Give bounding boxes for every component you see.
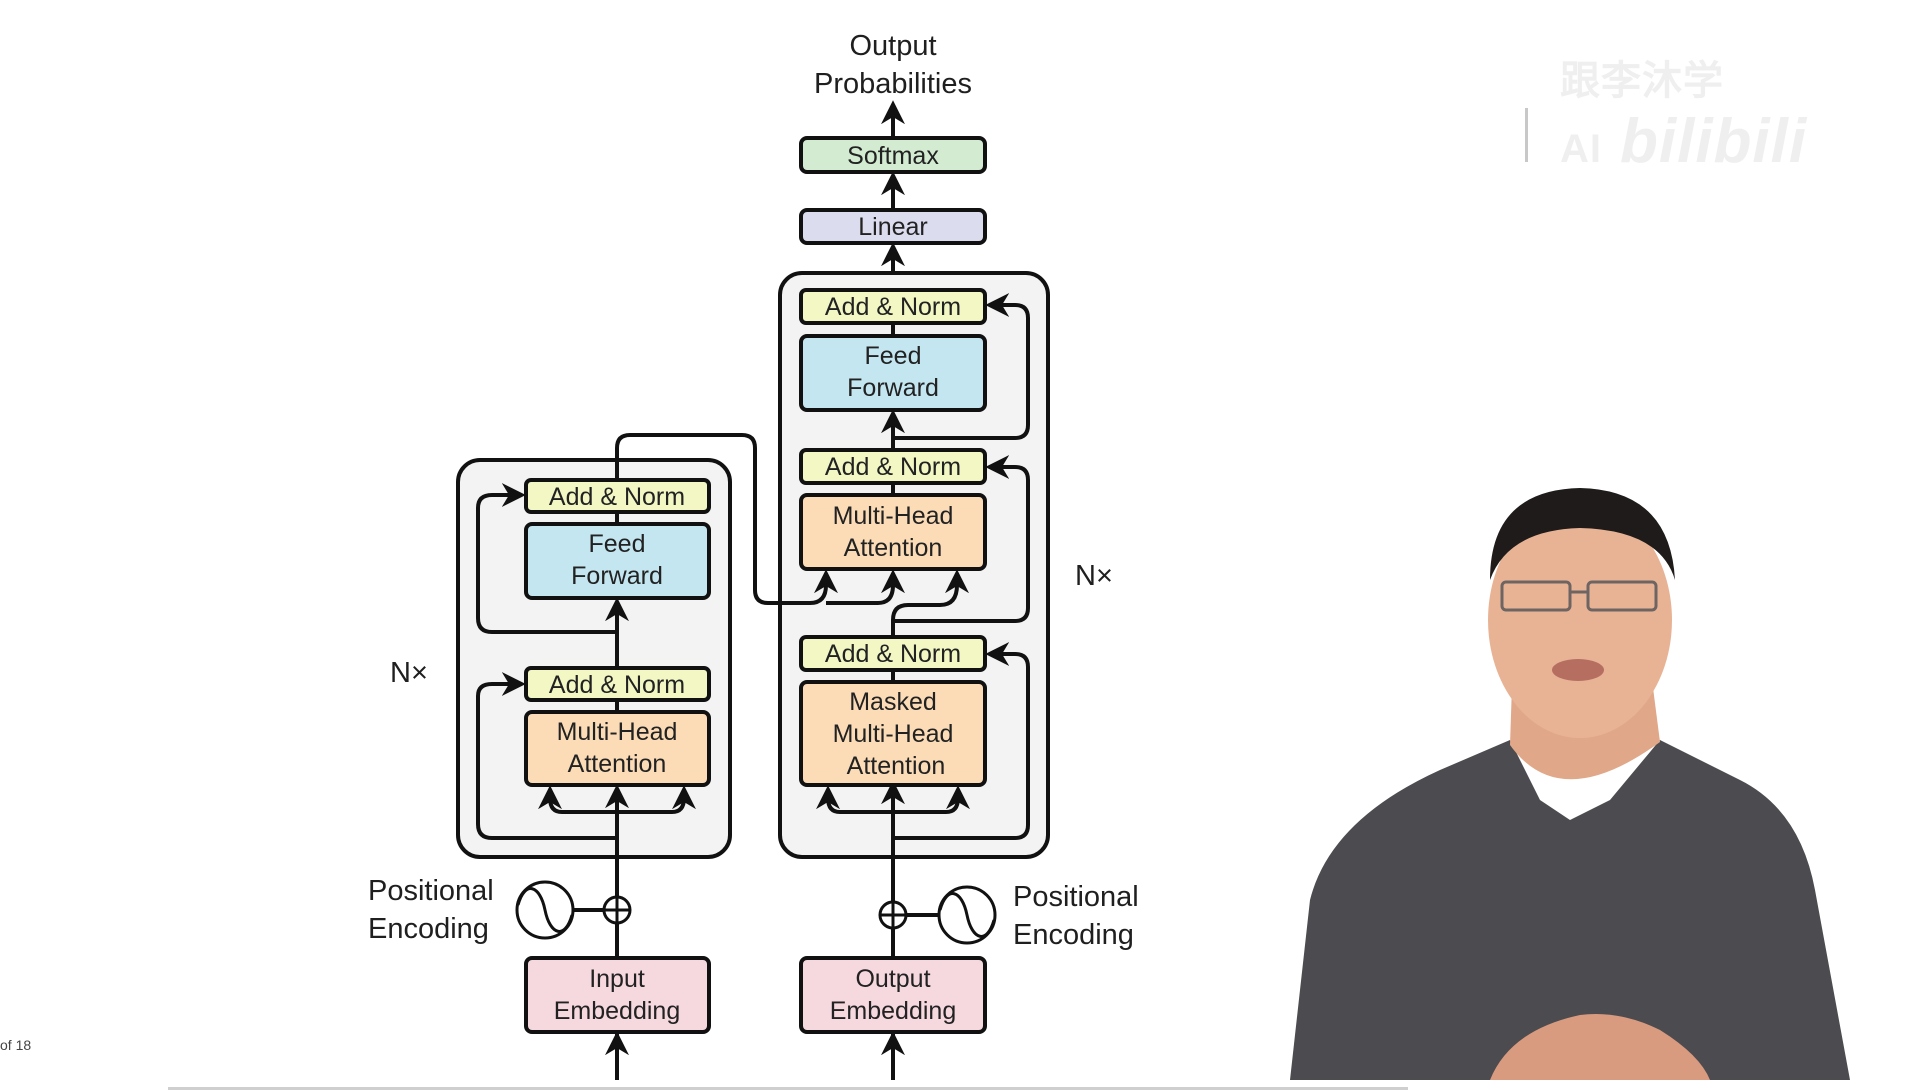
- output-embedding-box: Output Embedding: [799, 956, 987, 1034]
- presenter-video-overlay: [1290, 488, 1850, 1080]
- decoder-masked-residual: [893, 642, 1030, 840]
- decoder-cross-attn-label-1: Multi-Head: [833, 502, 954, 530]
- encoder-multi-head-attention: Multi-Head Attention: [524, 710, 711, 787]
- decoder-masked-label-1: Masked: [849, 688, 937, 716]
- encoder-positional-label-1: Positional: [368, 875, 494, 907]
- decoder-masked-label-2: Multi-Head: [833, 720, 954, 748]
- decoder-ff-label-2: Forward: [847, 374, 939, 402]
- decoder-cross-attn-residual: [893, 455, 1030, 623]
- input-embedding-box: Input Embedding: [524, 956, 711, 1034]
- decoder-add-norm-bottom: Add & Norm: [799, 635, 987, 672]
- encoder-attn-label-2: Attention: [568, 750, 667, 778]
- encoder-add-norm-top: Add & Norm: [524, 478, 711, 514]
- encoder-to-decoder-kv-2: [826, 569, 905, 605]
- presenter-face: [1488, 502, 1672, 738]
- decoder-add-norm-middle-label: Add & Norm: [825, 453, 961, 481]
- decoder-add-norm-bottom-label: Add & Norm: [825, 640, 961, 668]
- encoder-add-norm-bottom: Add & Norm: [524, 666, 711, 702]
- presenter-glasses: [1500, 580, 1658, 612]
- presenter-mouth: [1552, 659, 1604, 681]
- input-embedding-label-1: Input: [589, 965, 645, 993]
- encoder-positional-label-2: Encoding: [368, 913, 489, 945]
- presenter-hand: [1490, 1014, 1710, 1080]
- encoder-split-right: [617, 785, 696, 814]
- decoder-ff-label-1: Feed: [865, 342, 922, 370]
- encoder-repeat-label: N×: [390, 657, 428, 689]
- watermark-text: 跟李沐学AI: [1560, 59, 1724, 171]
- decoder-masked-label-3: Attention: [847, 752, 946, 780]
- encoder-block: [456, 458, 732, 859]
- output-embedding-label-1: Output: [855, 965, 930, 993]
- decoder-add-norm-top: Add & Norm: [799, 288, 987, 325]
- encoder-ff-label-2: Forward: [571, 562, 663, 590]
- decoder-cross-attention: Multi-Head Attention: [799, 493, 987, 571]
- decoder-add-norm-top-label: Add & Norm: [825, 293, 961, 321]
- decoder-add-norm-middle: Add & Norm: [799, 448, 987, 485]
- presenter-shirt: [1290, 740, 1850, 1080]
- decoder-ff-residual: [893, 293, 1030, 440]
- output-embedding-label-2: Embedding: [830, 997, 956, 1025]
- decoder-sine-wave-icon: [937, 885, 997, 945]
- encoder-sine-wave-icon: [515, 880, 575, 940]
- input-embedding-label-2: Embedding: [554, 997, 680, 1025]
- decoder-cross-attn-label-2: Attention: [844, 534, 943, 562]
- encoder-attn-residual: [476, 672, 617, 840]
- encoder-ff-residual: [476, 483, 617, 634]
- decoder-query-arrow: [891, 569, 969, 640]
- softmax-box: Softmax: [799, 136, 987, 174]
- presenter-hair: [1490, 488, 1675, 580]
- encoder-feed-forward: Feed Forward: [524, 522, 711, 600]
- decoder-positional-label-2: Encoding: [1013, 919, 1134, 951]
- encoder-add-norm-top-label: Add & Norm: [549, 483, 685, 511]
- decoder-feed-forward: Feed Forward: [799, 334, 987, 412]
- text-cursor: [1525, 108, 1528, 162]
- masked-split-left: [816, 785, 893, 814]
- decoder-add-icon: [878, 900, 908, 930]
- encoder-add-norm-bottom-label: Add & Norm: [549, 671, 685, 699]
- masked-split-right: [893, 785, 970, 814]
- softmax-label: Softmax: [847, 142, 939, 170]
- page-indicator: of 18: [0, 1037, 32, 1053]
- decoder-repeat-label: N×: [1075, 560, 1113, 592]
- decoder-positional-label-1: Positional: [1013, 881, 1139, 913]
- encoder-add-icon: [602, 895, 632, 925]
- output-probabilities-label: Output: [849, 30, 936, 62]
- encoder-to-decoder-kv: [615, 433, 838, 605]
- output-probabilities-label-line2: Probabilities: [814, 68, 972, 100]
- encoder-attn-label-1: Multi-Head: [557, 718, 678, 746]
- bilibili-logo-icon: bilibili: [1620, 107, 1808, 176]
- decoder-masked-attention: Masked Multi-Head Attention: [799, 680, 987, 787]
- linear-box: Linear: [799, 208, 987, 245]
- linear-label: Linear: [858, 213, 928, 241]
- encoder-split-left: [538, 785, 617, 814]
- encoder-ff-label-1: Feed: [589, 530, 646, 558]
